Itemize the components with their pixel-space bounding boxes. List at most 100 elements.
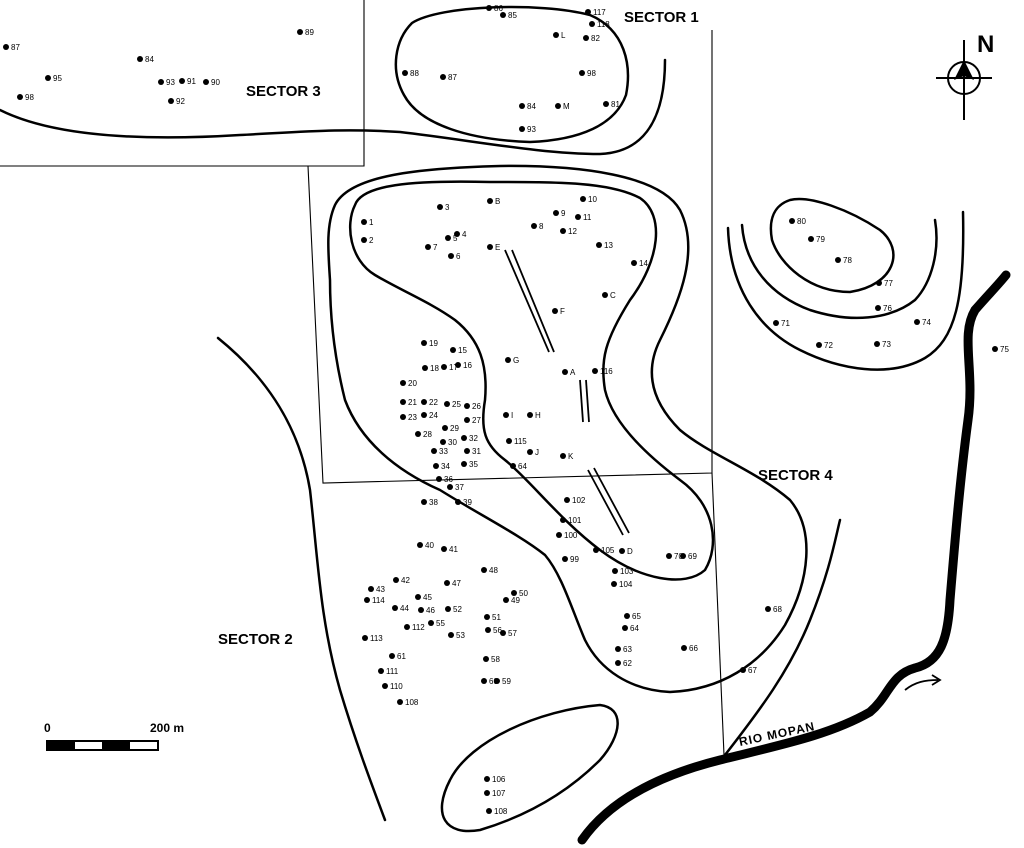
site-label: 43: [376, 585, 385, 594]
site-marker: 106: [484, 775, 506, 784]
river-flow-arrow: [904, 679, 939, 691]
site-dot-icon: [666, 553, 672, 559]
site-dot-icon: [500, 12, 506, 18]
site-dot-icon: [441, 546, 447, 552]
site-dot-icon: [455, 362, 461, 368]
site-marker: 60: [481, 677, 498, 686]
site-label: M: [563, 102, 570, 111]
site-marker: 66: [681, 644, 698, 653]
site-label: 105: [601, 546, 615, 555]
site-dot-icon: [519, 103, 525, 109]
site-label: 24: [429, 411, 438, 420]
site-label: 114: [372, 596, 385, 605]
site-label: 19: [429, 339, 438, 348]
site-dot-icon: [740, 667, 746, 673]
site-label: 117: [593, 8, 606, 17]
site-label: 7: [433, 243, 438, 252]
site-marker: 61: [389, 652, 406, 661]
site-marker: I: [503, 411, 513, 420]
site-marker: 32: [461, 434, 478, 443]
site-marker: 98: [17, 93, 34, 102]
causeway-mid-a: [579, 379, 584, 423]
site-marker: M: [555, 102, 570, 111]
site-label: 87: [11, 43, 20, 52]
site-label: 99: [570, 555, 579, 564]
site-label: 28: [423, 430, 432, 439]
site-label: 47: [452, 579, 461, 588]
site-marker: 91: [179, 77, 196, 86]
sector-2-label: SECTOR 2: [218, 631, 293, 648]
site-marker: 12: [560, 227, 577, 236]
site-marker: 4: [454, 230, 467, 239]
site-dot-icon: [461, 435, 467, 441]
site-dot-icon: [789, 218, 795, 224]
site-dot-icon: [436, 476, 442, 482]
site-dot-icon: [422, 365, 428, 371]
site-marker: 40: [417, 541, 434, 550]
site-dot-icon: [575, 214, 581, 220]
site-dot-icon: [876, 280, 882, 286]
site-marker: 17: [441, 363, 458, 372]
sector-1-label: SECTOR 1: [624, 9, 699, 26]
site-dot-icon: [681, 645, 687, 651]
site-marker: 95: [45, 74, 62, 83]
site-dot-icon: [393, 577, 399, 583]
site-label: 86: [494, 4, 503, 13]
site-dot-icon: [448, 632, 454, 638]
site-label: 110: [390, 682, 403, 691]
site-dot-icon: [562, 369, 568, 375]
site-marker: 68: [765, 605, 782, 614]
river-flow-arrow-head: [931, 674, 942, 686]
site-label: 82: [591, 34, 600, 43]
site-label: 55: [436, 619, 445, 628]
site-marker: 9: [553, 209, 566, 218]
site-label: 107: [492, 789, 506, 798]
site-dot-icon: [400, 399, 406, 405]
site-label: A: [570, 368, 576, 377]
site-dot-icon: [484, 790, 490, 796]
site-dot-icon: [619, 548, 625, 554]
site-dot-icon: [297, 29, 303, 35]
site-dot-icon: [503, 597, 509, 603]
site-dot-icon: [553, 210, 559, 216]
site-label: 70: [674, 552, 683, 561]
site-marker: 67: [740, 666, 757, 675]
south-knoll: [440, 703, 619, 833]
site-label: 9: [561, 209, 566, 218]
site-dot-icon: [464, 417, 470, 423]
site-dot-icon: [368, 586, 374, 592]
sector-1-frame: [307, 30, 713, 484]
site-label: 33: [439, 447, 448, 456]
site-marker: 45: [415, 593, 432, 602]
site-dot-icon: [382, 683, 388, 689]
sector-grid: [0, 0, 725, 756]
site-label: 98: [587, 69, 596, 78]
site-dot-icon: [556, 532, 562, 538]
site-label: 103: [620, 567, 634, 576]
site-label: 115: [514, 437, 527, 446]
site-label: 53: [456, 631, 465, 640]
site-marker: 104: [611, 580, 633, 589]
site-dot-icon: [484, 776, 490, 782]
site-dot-icon: [445, 235, 451, 241]
site-dot-icon: [179, 78, 185, 84]
site-dot-icon: [485, 627, 491, 633]
site-dot-icon: [816, 342, 822, 348]
site-label: 87: [448, 73, 457, 82]
site-label: 15: [458, 346, 467, 355]
sector-3-frame: [0, 0, 365, 167]
site-dot-icon: [519, 126, 525, 132]
site-dot-icon: [553, 32, 559, 38]
site-dot-icon: [450, 347, 456, 353]
site-label: 49: [511, 596, 520, 605]
site-marker: 84: [137, 55, 154, 64]
site-dot-icon: [486, 5, 492, 11]
site-dot-icon: [596, 242, 602, 248]
site-label: 104: [619, 580, 633, 589]
site-label: 80: [797, 217, 806, 226]
site-marker: 11: [575, 213, 592, 222]
site-label: 63: [623, 645, 632, 654]
site-dot-icon: [428, 620, 434, 626]
